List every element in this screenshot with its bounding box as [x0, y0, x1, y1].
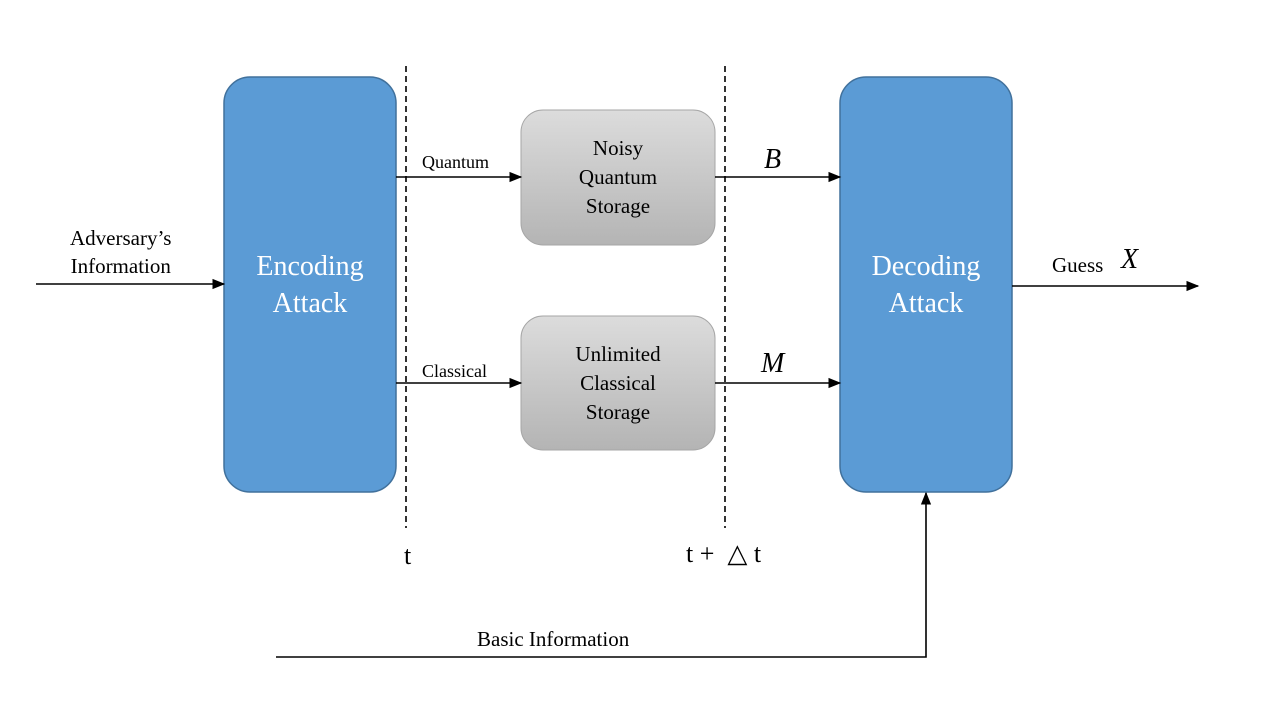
- decoding-attack-line-2: Attack: [888, 287, 964, 319]
- quantum-output-label: B: [764, 144, 782, 175]
- input-label-line-1: Adversary’s: [70, 226, 172, 250]
- classical-output-label: M: [761, 348, 785, 379]
- classical-storage-label: Unlimited Classical Storage: [521, 316, 715, 450]
- quantum-channel-label: Quantum: [422, 152, 489, 172]
- time-start-label: t: [404, 541, 412, 570]
- classical-channel-label: Classical: [422, 361, 487, 381]
- noisy-storage-line-1: Noisy: [592, 136, 644, 160]
- noisy-storage-line-3: Storage: [585, 194, 651, 218]
- guess-variable: X: [1121, 244, 1139, 275]
- noisy-quantum-storage-label: Noisy Quantum Storage: [521, 110, 715, 245]
- classical-storage-line-3: Storage: [585, 399, 651, 424]
- encoding-attack-line-1: Encoding: [256, 250, 364, 282]
- basic-information-line: [276, 491, 932, 658]
- input-label: Adversary’s Information: [70, 224, 171, 280]
- noisy-storage-line-2: Quantum: [578, 165, 658, 189]
- decoding-attack-label: Decoding Attack: [840, 77, 1012, 492]
- input-label-line-2: Information: [70, 254, 171, 278]
- time-end-label: t + △ t: [686, 539, 762, 568]
- encoding-attack-label: Encoding Attack: [224, 77, 396, 492]
- guess-label: Guess: [1052, 253, 1104, 277]
- basic-information-label: Basic Information: [477, 627, 630, 651]
- encoding-attack-line-2: Attack: [272, 287, 348, 319]
- classical-storage-line-2: Classical: [580, 370, 656, 395]
- classical-storage-line-1: Unlimited: [575, 341, 661, 366]
- decoding-attack-line-1: Decoding: [871, 250, 981, 282]
